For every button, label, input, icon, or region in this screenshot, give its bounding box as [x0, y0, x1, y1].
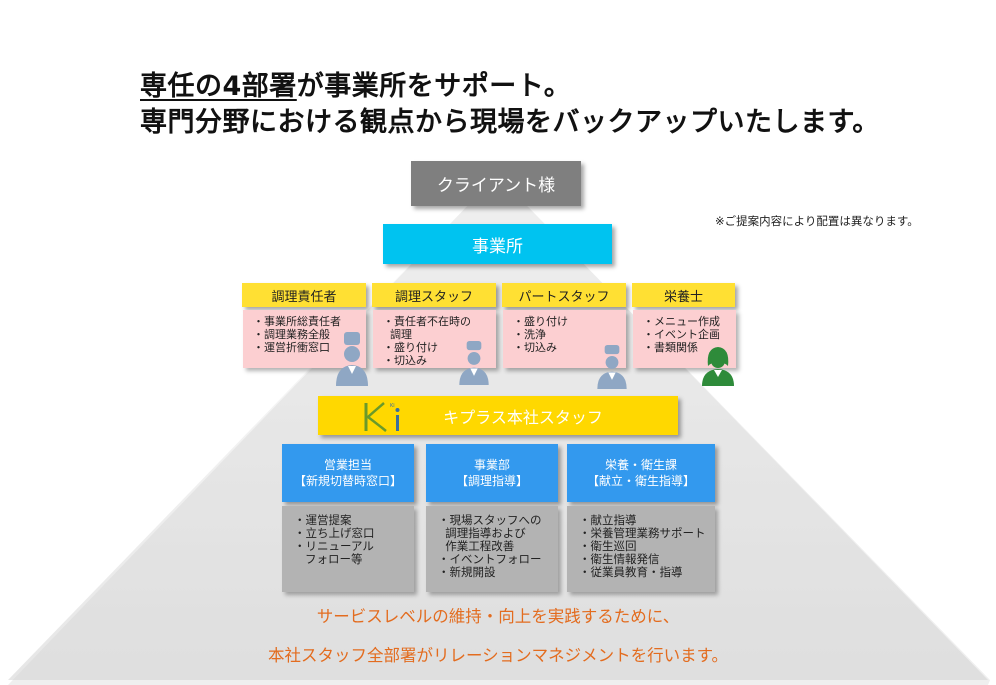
role-header-nutritionist: 栄養士 [632, 283, 735, 307]
dept-header-sales: 営業担当 【新規切替時窓口】 [282, 444, 414, 502]
role-header-part-staff: パートスタッフ [502, 283, 626, 307]
dept-duties-operations: ・現場スタッフへの 調理指導および 作業工程改善 ・イベントフォロー ・新規開設 [426, 506, 558, 592]
dept-sub-nutrition-hygiene: 【献立・衛生指導】 [586, 474, 695, 488]
headline-line-1: 専任の4部署が事業所をサポート。 [140, 64, 571, 103]
footer-line-2: 本社スタッフ全部署がリレーションマネジメントを行います。 [267, 646, 729, 665]
office-box: 事業所 [383, 224, 612, 264]
dept-duties-sales: ・運営提案 ・立ち上げ窓口 ・リニューアル フォロー等 [282, 506, 414, 592]
logo-lettering: Ki [390, 403, 395, 409]
dept-name-nutrition-hygiene: 栄養・衛生課 [604, 458, 677, 472]
dept-header-nutrition-hygiene: 栄養・衛生課 【献立・衛生指導】 [567, 444, 715, 502]
placement-note: ※ご提案内容により配置は異なります。 [715, 214, 919, 228]
headline-emphasis: 専任の4部署 [140, 71, 297, 102]
role-header-cook-staff: 調理スタッフ [372, 283, 496, 307]
headline-line-2: 専門分野における観点から現場をバックアップいたします。 [140, 107, 880, 138]
chef-icon [459, 341, 489, 385]
chef-icon [597, 345, 627, 389]
dept-header-operations: 事業部 【調理指導】 [426, 444, 558, 502]
dept-name-operations: 事業部 [473, 458, 510, 472]
hq-staff-bar: キプラス本社スタッフ [318, 396, 678, 435]
footer-line-1: サービスレベルの維持・向上を実践するために、 [316, 607, 680, 626]
hq-staff-label: キプラス本社スタッフ [443, 407, 603, 427]
chef-icon [336, 332, 368, 386]
role-header-chef-manager: 調理責任者 [242, 283, 366, 307]
nutritionist-icon [702, 347, 734, 386]
dept-sub-operations: 【調理指導】 [455, 474, 528, 488]
role-duties-part-staff: ・盛り付け ・洗浄 ・切込み [503, 310, 626, 368]
client-box: クライアント様 [411, 161, 581, 206]
kiplus-logo: Ki [364, 402, 400, 432]
headline-line-1-rest: が事業所をサポート。 [296, 71, 572, 102]
dept-name-sales: 営業担当 [323, 458, 372, 472]
dept-duties-nutrition-hygiene: ・献立指導 ・栄養管理業務サポート ・衛生巡回 ・衛生情報発信 ・従業員教育・指… [567, 506, 715, 592]
dept-sub-sales: 【新規切替時窓口】 [293, 474, 402, 488]
